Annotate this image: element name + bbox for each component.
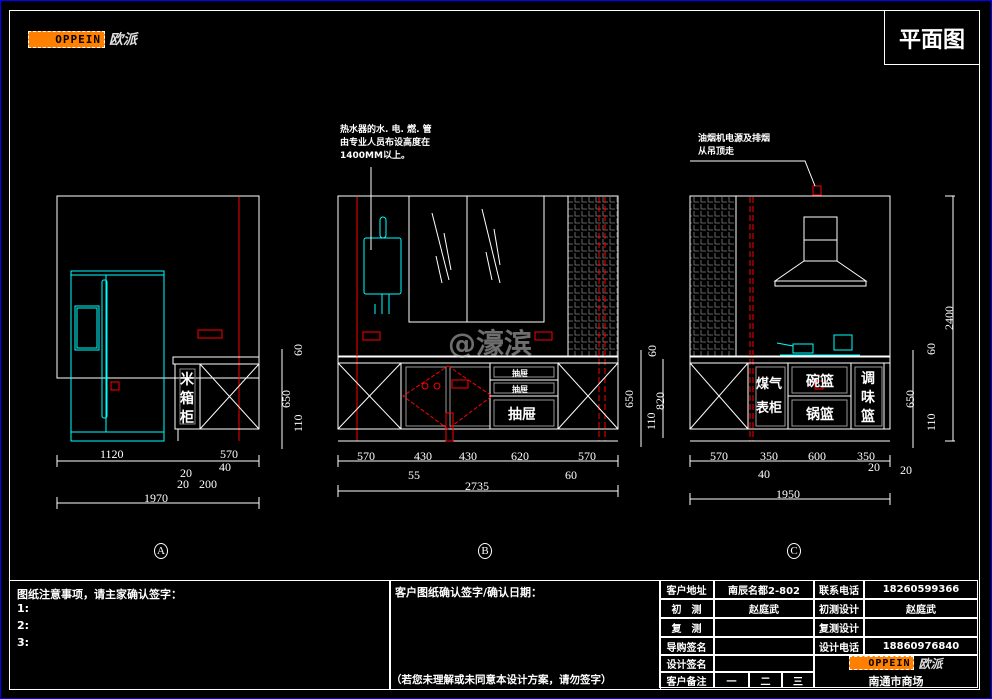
svg-text:650: 650 (903, 390, 917, 408)
watermark: @濠滨 (448, 327, 533, 360)
svg-text:570: 570 (220, 447, 238, 461)
svg-text:箱: 箱 (180, 390, 194, 407)
oppein-logo-box: OPPEIN (28, 30, 105, 48)
water-heater (363, 216, 402, 314)
brand-script: 欧派 (109, 32, 137, 48)
svg-text:20: 20 (868, 460, 880, 474)
initial-measure: 赵庭武 (714, 599, 814, 618)
svg-text:2400: 2400 (942, 306, 956, 330)
remark-option-3[interactable]: 三 (782, 672, 814, 688)
design-phone: 18860976840 (864, 637, 978, 655)
store-brand-logo: OPPEIN 欧派 (849, 655, 943, 672)
store-block: OPPEIN 欧派 南通市商场 (814, 655, 978, 688)
svg-text:1120: 1120 (100, 447, 124, 461)
svg-text:米: 米 (180, 371, 195, 388)
svg-text:110: 110 (924, 413, 938, 431)
brand-logo: OPPEIN 欧派 (28, 29, 137, 49)
svg-text:350: 350 (857, 449, 875, 463)
elevation-a (56, 195, 283, 509)
svg-text:430: 430 (459, 449, 477, 463)
svg-text:650: 650 (622, 390, 636, 408)
svg-text:1950: 1950 (776, 487, 800, 501)
svg-text:60: 60 (645, 345, 659, 357)
elevation-marker-b: B (478, 543, 492, 559)
remark-option-2[interactable]: 二 (749, 672, 782, 688)
confirm-panel (389, 580, 661, 690)
guide-sign (714, 637, 814, 655)
drawer-labels: 抽屉 抽屉 抽屉 (508, 368, 536, 423)
confirm-title: 客户图纸确认签字/确认日期： (395, 586, 543, 599)
svg-text:570: 570 (357, 449, 375, 463)
svg-text:110: 110 (644, 412, 658, 430)
svg-text:60: 60 (291, 344, 305, 356)
svg-text:430: 430 (414, 449, 432, 463)
range-hood (773, 216, 868, 287)
refrigerator (70, 270, 165, 442)
svg-text:篮: 篮 (860, 408, 875, 425)
svg-text:570: 570 (578, 449, 596, 463)
svg-text:抽屉: 抽屉 (512, 384, 528, 394)
elevation-b-dimensions: 570 430 430 620 570 55 60 2735 60 650 11… (357, 345, 667, 493)
water-heater-note: 热水器的水. 电. 燃. 管 由专业人员布设高度在 1400MM以上。 (340, 125, 432, 161)
confirm-hint: （若您未理解或未同意本设计方案，请勿签字） (391, 674, 612, 686)
svg-text:55: 55 (408, 468, 420, 482)
svg-text:锅篮: 锅篮 (806, 406, 834, 423)
gas-stove (776, 334, 860, 356)
svg-text:抽屉: 抽屉 (512, 368, 528, 378)
elevation-marker-c: C (787, 543, 801, 559)
svg-text:40: 40 (758, 467, 770, 481)
svg-text:110: 110 (291, 414, 305, 432)
elevation-a-dimensions: 1120 570 40 20 20 200 1970 60 650 110 (100, 344, 305, 505)
range-hood-note: 油烟机电源及排烟 从吊顶走 (698, 134, 771, 157)
notes-item-2: 2: (17, 619, 30, 632)
elevation-c-cabinet-labels: 煤气 表柜 碗篮 锅篮 调 味 篮 (755, 371, 875, 425)
svg-text:碗篮: 碗篮 (806, 373, 834, 390)
svg-text:抽屉: 抽屉 (508, 406, 536, 423)
svg-text:调: 调 (861, 371, 875, 387)
elevation-b (337, 167, 664, 497)
svg-text:350: 350 (760, 449, 778, 463)
svg-text:20: 20 (900, 463, 912, 477)
re-design (864, 618, 978, 637)
svg-text:650: 650 (279, 390, 293, 408)
notes-item-3: 3: (17, 636, 30, 649)
contact-phone: 18260599366 (864, 580, 978, 599)
notes-panel (9, 580, 391, 690)
remark-option-1[interactable]: 一 (714, 672, 749, 688)
svg-text:60: 60 (565, 468, 577, 482)
notes-title: 图纸注意事项，请主家确认签字： (17, 588, 182, 601)
rice-cabinet-label: 米 箱 柜 (180, 371, 195, 426)
svg-text:820: 820 (653, 392, 667, 410)
svg-text:2735: 2735 (465, 479, 489, 493)
svg-text:1970: 1970 (144, 491, 168, 505)
svg-text:20: 20 (177, 477, 189, 491)
sheet-title: 平面图 (884, 10, 980, 65)
svg-text:600: 600 (808, 449, 826, 463)
svg-text:味: 味 (861, 390, 875, 406)
designer-sign (714, 655, 814, 672)
elevation-c (689, 185, 955, 505)
svg-text:表柜: 表柜 (755, 400, 782, 416)
svg-text:40: 40 (219, 460, 231, 474)
store-name: 南通市商场 (868, 674, 924, 688)
elevation-c-dimensions: 570 350 600 350 40 20 20 1950 60 650 110… (710, 306, 956, 501)
initial-design: 赵庭武 (864, 599, 978, 618)
customer-address: 南辰名都2-802 (714, 580, 814, 599)
svg-text:620: 620 (511, 449, 529, 463)
svg-text:煤气: 煤气 (756, 376, 782, 392)
svg-text:柜: 柜 (180, 409, 194, 426)
svg-text:20: 20 (180, 466, 192, 480)
notes-item-1: 1: (17, 602, 30, 615)
re-measure (714, 618, 814, 637)
svg-text:60: 60 (924, 343, 938, 355)
elevation-marker-a: A (154, 543, 168, 559)
svg-text:570: 570 (710, 449, 728, 463)
svg-text:200: 200 (199, 477, 217, 491)
